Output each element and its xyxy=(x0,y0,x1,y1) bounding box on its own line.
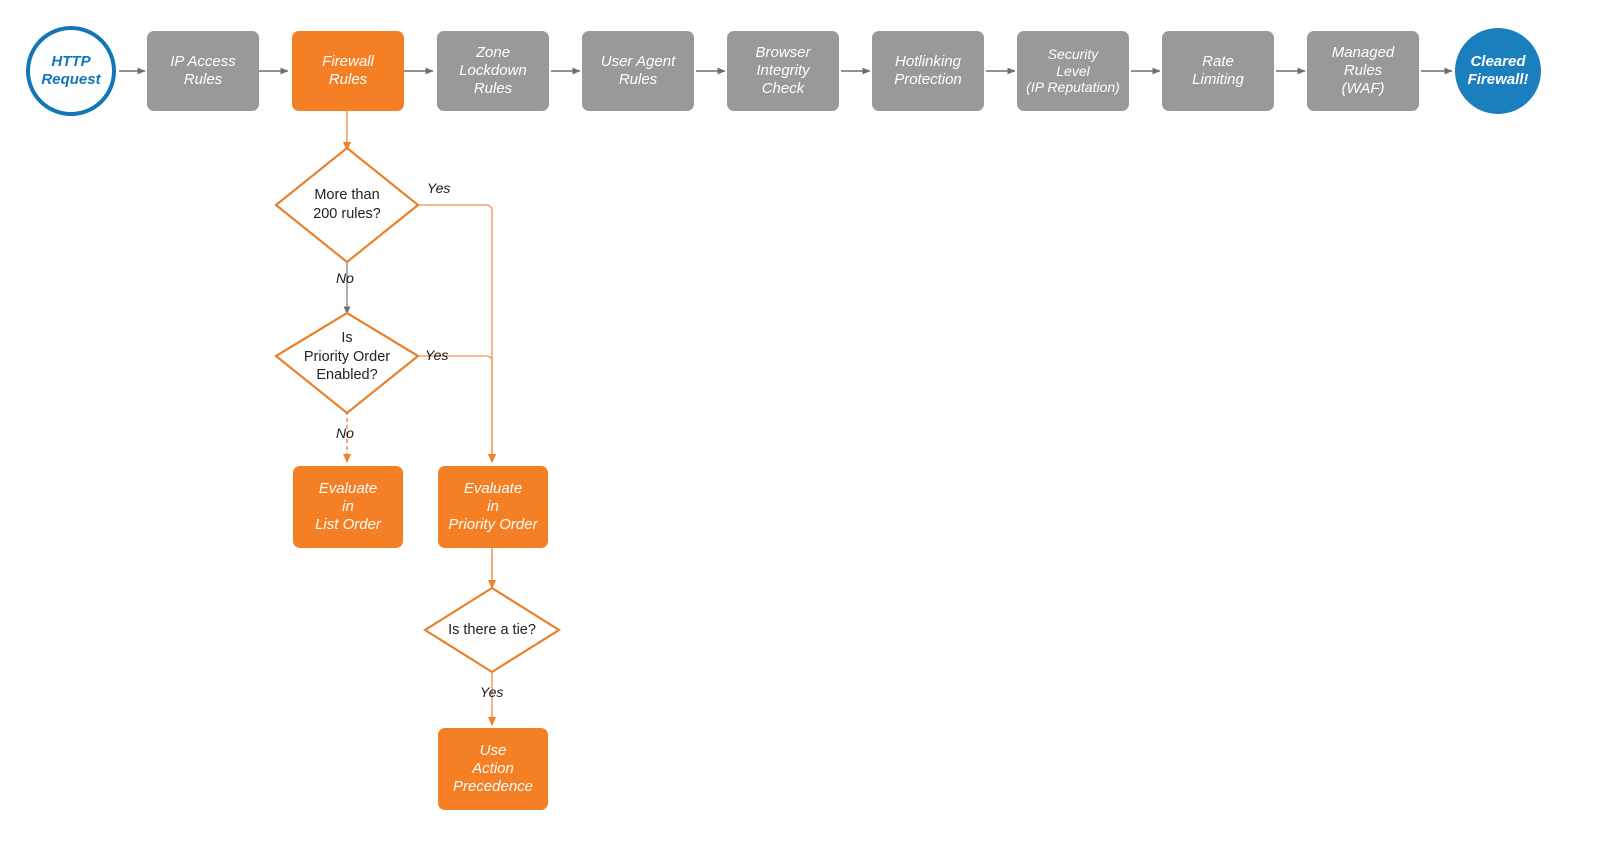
node-use-action-precedence-label: Use Action Precedence xyxy=(452,742,534,795)
diamond-more-than-200-rules xyxy=(274,146,420,264)
edge-label-more-rules-no-text: No xyxy=(336,270,354,286)
edge-label-priority-yes-text: Yes xyxy=(425,347,449,363)
decision-is-there-a-tie-label: Is there a tie? xyxy=(424,613,560,647)
decision-more-than-200-rules-label: More than 200 rules? xyxy=(277,175,417,235)
node-http-request[interactable]: HTTP Request xyxy=(26,26,116,116)
node-zone-lockdown-rules[interactable]: Zone Lockdown Rules xyxy=(437,31,549,111)
edge-label-more-rules-no: No xyxy=(336,270,354,286)
decision-3-text: Is there a tie? xyxy=(448,621,536,638)
diamond-is-there-a-tie xyxy=(422,586,562,674)
node-browser-integrity-check[interactable]: Browser Integrity Check xyxy=(727,31,839,111)
edge-label-more-rules-yes-text: Yes xyxy=(427,180,451,196)
node-hotlinking-protection-label: Hotlinking Protection xyxy=(894,53,962,88)
decision-2-text: Is Priority Order Enabled? xyxy=(303,329,391,384)
node-managed-rules-waf[interactable]: Managed Rules (WAF) xyxy=(1307,31,1419,111)
node-use-action-precedence[interactable]: Use Action Precedence xyxy=(438,728,548,810)
node-cleared-firewall-label: Cleared Firewall! xyxy=(1467,53,1529,88)
node-user-agent-rules[interactable]: User Agent Rules xyxy=(582,31,694,111)
node-ip-access-rules-label: IP Access Rules xyxy=(170,53,236,88)
node-zone-lockdown-rules-label: Zone Lockdown Rules xyxy=(459,44,527,97)
node-user-agent-rules-label: User Agent Rules xyxy=(600,53,676,88)
node-http-request-label: HTTP Request xyxy=(41,53,101,88)
diamond-is-priority-order-enabled xyxy=(274,311,420,415)
node-firewall-rules-label: Firewall Rules xyxy=(322,53,374,88)
edge-decision2-yes-to-priority xyxy=(418,355,496,463)
decision-1-text: More than 200 rules? xyxy=(313,187,381,222)
node-browser-integrity-check-label: Browser Integrity Check xyxy=(755,44,811,97)
node-evaluate-in-priority-order[interactable]: Evaluate in Priority Order xyxy=(438,466,548,548)
node-evaluate-in-list-order[interactable]: Evaluate in List Order xyxy=(293,466,403,548)
edge-decision1-yes-to-priority xyxy=(418,204,496,463)
edge-label-priority-yes: Yes xyxy=(425,347,448,363)
node-rate-limiting-label: Rate Limiting xyxy=(1192,53,1244,88)
edge-label-tie-yes-text: Yes xyxy=(480,684,504,700)
edge-label-more-rules-yes: Yes xyxy=(427,180,450,196)
node-managed-rules-waf-label: Managed Rules (WAF) xyxy=(1331,44,1395,97)
node-cleared-firewall[interactable]: Cleared Firewall! xyxy=(1455,28,1541,114)
edge-label-priority-no: No xyxy=(336,425,354,441)
edge-label-tie-yes: Yes xyxy=(480,684,503,700)
edge-label-priority-no-text: No xyxy=(336,425,354,441)
node-rate-limiting[interactable]: Rate Limiting xyxy=(1162,31,1274,111)
decision-is-priority-order-enabled-label: Is Priority Order Enabled? xyxy=(272,326,422,388)
node-hotlinking-protection[interactable]: Hotlinking Protection xyxy=(872,31,984,111)
node-security-level-ip-reputation[interactable]: Security Level (IP Reputation) xyxy=(1017,31,1129,111)
node-firewall-rules[interactable]: Firewall Rules xyxy=(292,31,404,111)
node-evaluate-in-list-order-label: Evaluate in List Order xyxy=(315,480,381,533)
node-evaluate-in-priority-order-label: Evaluate in Priority Order xyxy=(448,480,538,533)
node-security-level-label: Security Level (IP Reputation) xyxy=(1026,46,1120,96)
node-ip-access-rules[interactable]: IP Access Rules xyxy=(147,31,259,111)
